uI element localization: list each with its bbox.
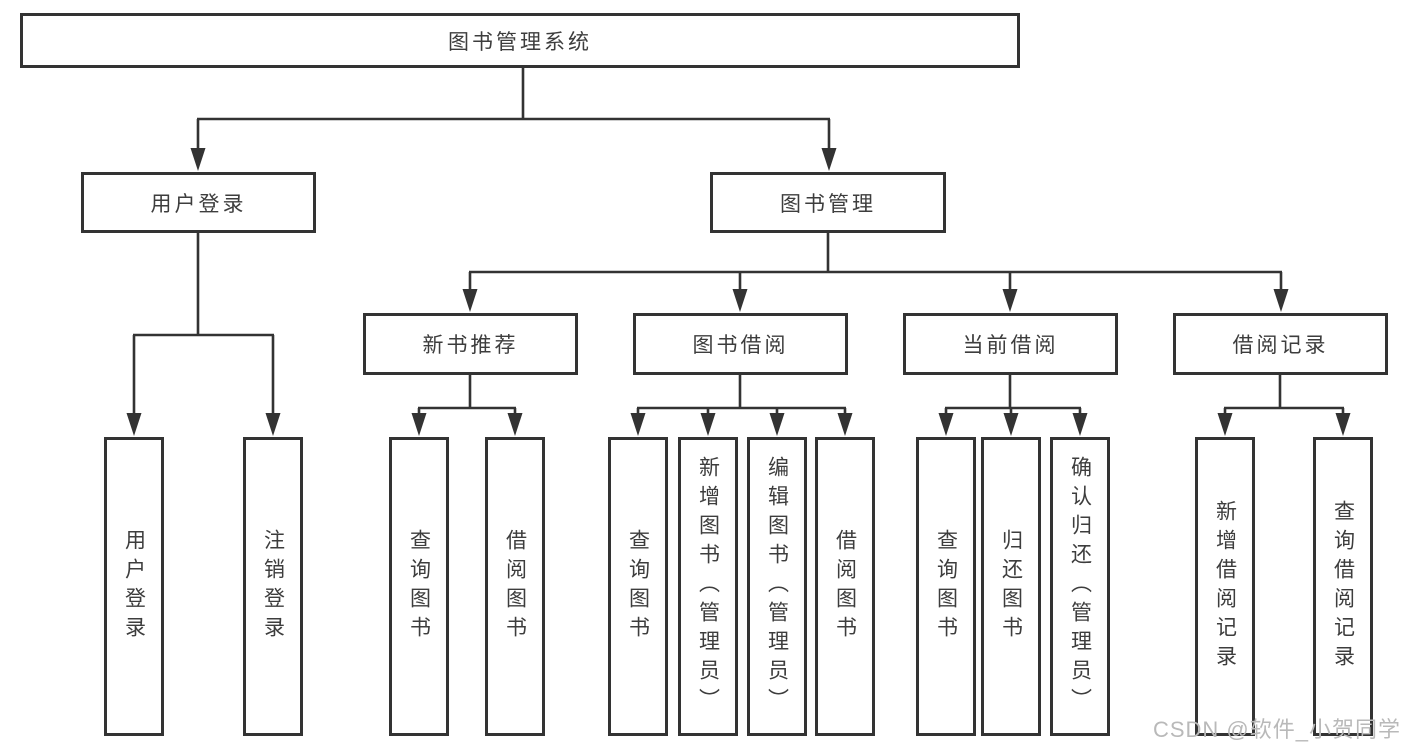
leaf-records-query-record: 查询借阅记录	[1313, 437, 1373, 736]
node-new-book-recommend: 新书推荐	[363, 313, 578, 375]
node-book-borrow: 图书借阅	[633, 313, 848, 375]
leaf-current-confirm-return-admin: 确认归还（管理员）	[1050, 437, 1110, 736]
node-book-management: 图书管理	[710, 172, 946, 233]
watermark: CSDN @软件_小贺同学	[1152, 717, 1401, 742]
leaf-recommend-borrow-books: 借阅图书	[485, 437, 545, 736]
node-user-login: 用户登录	[81, 172, 316, 233]
leaf-borrow-query-books: 查询图书	[608, 437, 668, 736]
leaf-records-add-record: 新增借阅记录	[1195, 437, 1255, 736]
leaf-user-login: 用户登录	[104, 437, 164, 736]
node-borrow-records: 借阅记录	[1173, 313, 1388, 375]
node-current-borrow: 当前借阅	[903, 313, 1118, 375]
leaf-logout: 注销登录	[243, 437, 303, 736]
leaf-current-query-books: 查询图书	[916, 437, 976, 736]
leaf-borrow-add-books-admin: 新增图书（管理员）	[678, 437, 738, 736]
leaf-borrow-borrow-books: 借阅图书	[815, 437, 875, 736]
node-root: 图书管理系统	[20, 13, 1020, 68]
leaf-current-return-books: 归还图书	[981, 437, 1041, 736]
leaf-borrow-edit-books-admin: 编辑图书（管理员）	[747, 437, 807, 736]
leaf-recommend-query-books: 查询图书	[389, 437, 449, 736]
